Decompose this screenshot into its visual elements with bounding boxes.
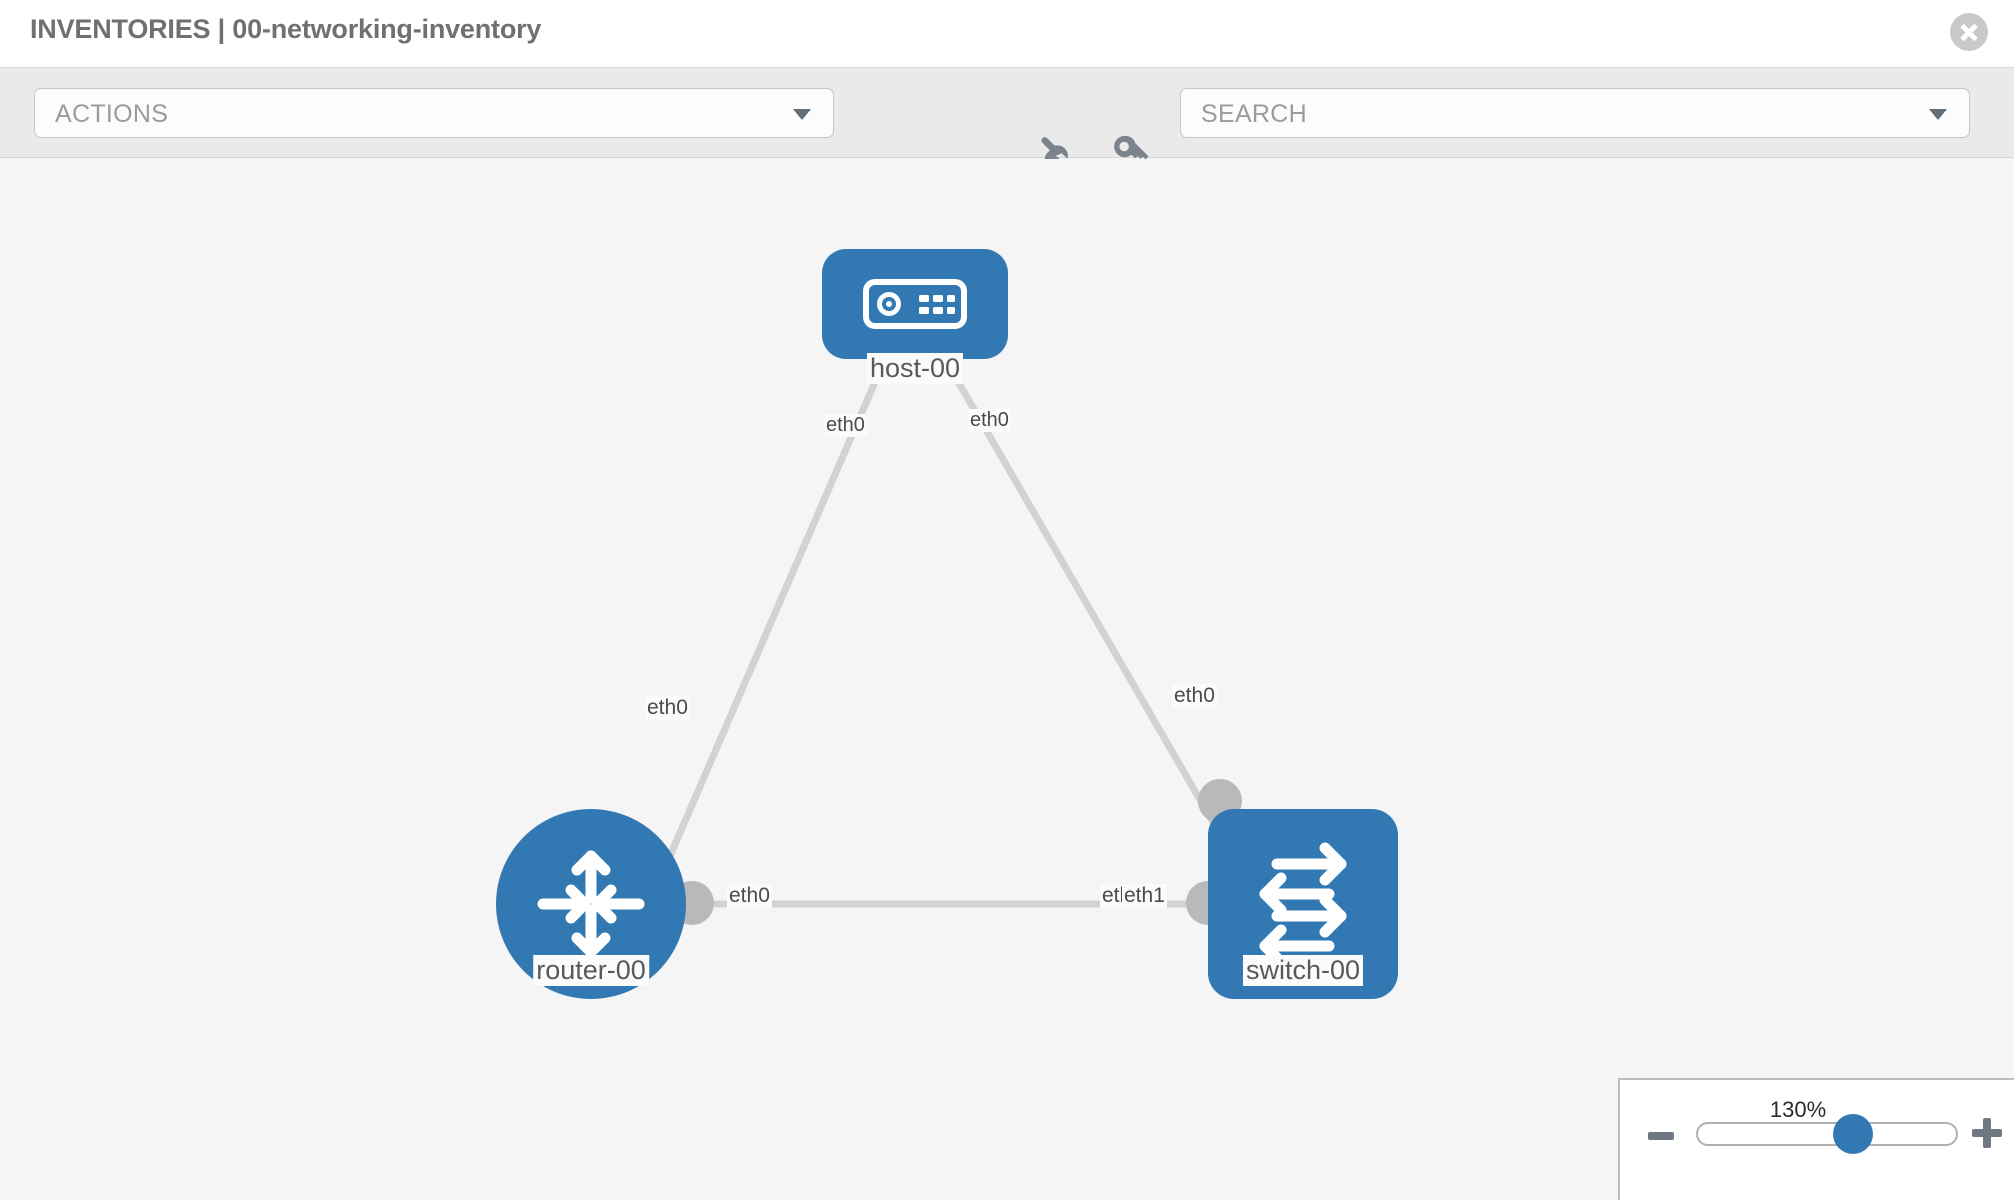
zoom-control-panel: 130%: [1618, 1078, 2014, 1200]
page-title: INVENTORIES | 00-networking-inventory: [30, 14, 542, 44]
chevron-down-icon: [793, 109, 811, 120]
zoom-in-button[interactable]: [1972, 1118, 2002, 1148]
link-host-router: [656, 357, 889, 881]
node-label-router: router-00: [533, 955, 649, 986]
chevron-down-icon: [1929, 109, 1947, 120]
zoom-level-value: 130%: [1769, 1097, 1827, 1122]
zoom-slider-thumb[interactable]: [1832, 1114, 1873, 1154]
topology-canvas[interactable]: host-00 router-00: [0, 159, 2014, 1200]
actions-dropdown-label: ACTIONS: [55, 100, 169, 128]
search-placeholder: SEARCH: [1201, 100, 1307, 128]
zoom-slider[interactable]: [1696, 1114, 1958, 1154]
actions-dropdown[interactable]: ACTIONS: [34, 88, 834, 138]
node-label-switch: switch-00: [1242, 955, 1364, 986]
node-label-host: host-00: [866, 353, 964, 384]
iface-label-router-right: eth0: [727, 884, 772, 908]
iface-label-host-left: eth0: [824, 414, 867, 437]
zoom-out-button[interactable]: [1648, 1132, 1674, 1140]
iface-label-switch-left: eth1: [1122, 884, 1167, 908]
toolbar: ACTIONS SEARCH: [0, 68, 2014, 171]
iface-label-switch-up: eth0: [1172, 684, 1217, 708]
page-header: INVENTORIES | 00-networking-inventory: [0, 0, 2014, 68]
link-host-switch: [941, 357, 1244, 871]
switch-arrows-icon[interactable]: [1208, 809, 1398, 999]
iface-label-router-up: eth0: [645, 696, 690, 720]
search-input[interactable]: SEARCH: [1180, 88, 1970, 138]
close-icon[interactable]: [1950, 13, 1988, 51]
iface-label-host-right: eth0: [968, 409, 1011, 432]
key-icon[interactable]: [1108, 130, 1152, 174]
server-icon[interactable]: [822, 249, 1008, 359]
